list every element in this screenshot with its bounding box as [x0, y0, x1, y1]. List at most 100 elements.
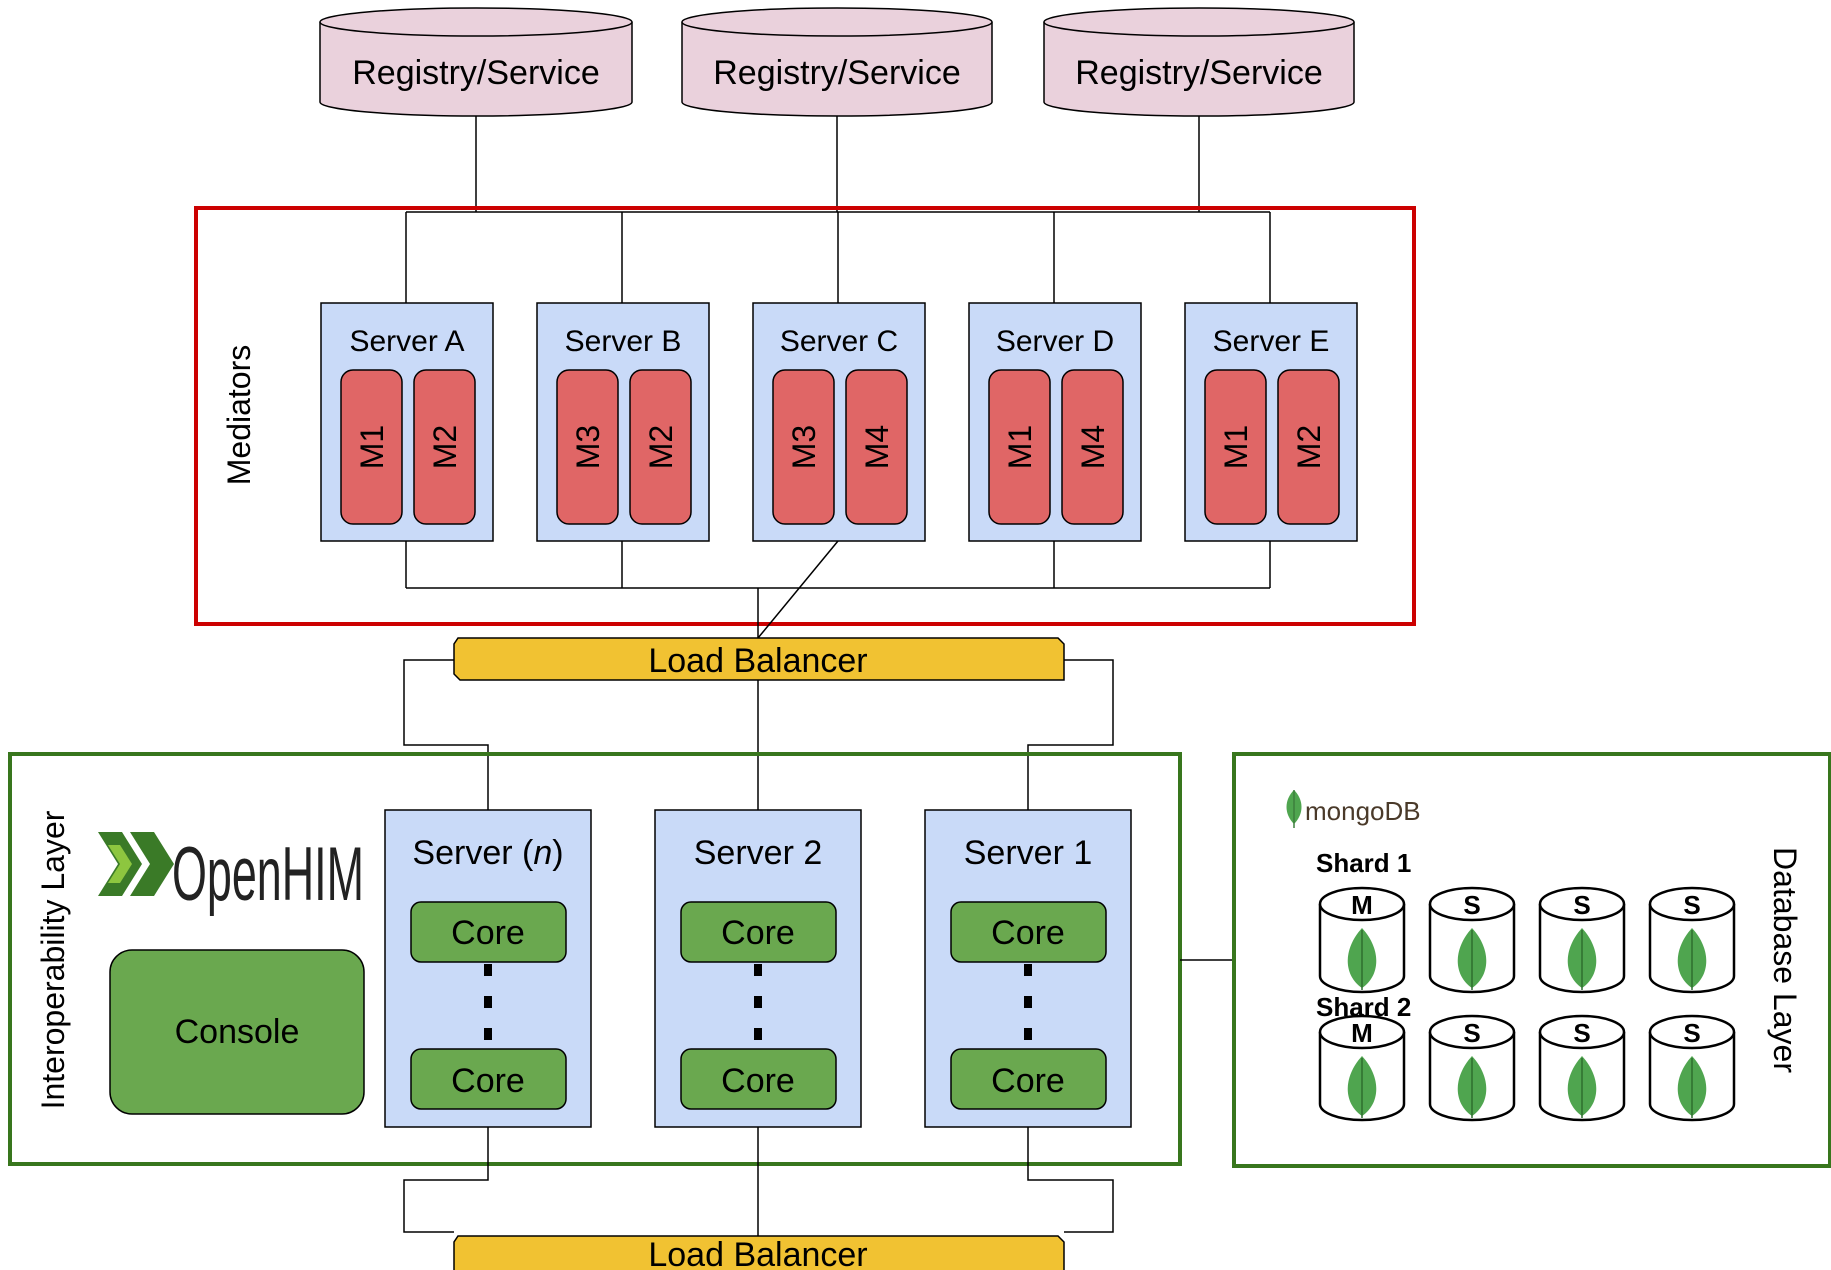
mediator-module-label: M4 — [859, 425, 895, 469]
mediator-server-3: Server C M3 M4 — [752, 302, 926, 542]
core-module: Core — [950, 1048, 1107, 1110]
core-module: Core — [680, 901, 837, 963]
core-module: Core — [410, 1048, 567, 1110]
mongodb-node: S — [1648, 886, 1736, 994]
mediator-module-label: M1 — [354, 425, 390, 469]
mediator-server-name: Server B — [565, 325, 682, 358]
mediator-module: M2 — [1277, 369, 1340, 525]
mediator-module: M3 — [772, 369, 835, 525]
mediator-module: M3 — [556, 369, 619, 525]
core-module: Core — [680, 1048, 837, 1110]
mediator-module-label: M3 — [570, 425, 606, 469]
core-module-label: Core — [451, 914, 525, 952]
mongodb-node-role: S — [1573, 890, 1590, 920]
core-module-label: Core — [721, 914, 795, 952]
ellipsis-dot — [1024, 996, 1032, 1008]
shard-label: Shard 1 — [1316, 848, 1411, 878]
mediator-module: M4 — [1061, 369, 1124, 525]
core-module: Core — [410, 901, 567, 963]
mediator-module-label: M2 — [643, 425, 679, 469]
mediators-box — [194, 206, 1416, 626]
core-module-label: Core — [721, 1062, 795, 1100]
mongodb-node: M — [1318, 1014, 1406, 1122]
mongodb-node-role: M — [1351, 890, 1373, 920]
mediator-server-2: Server B M3 M2 — [536, 302, 710, 542]
load-balancer-bottom: Load Balancer — [453, 1235, 1065, 1270]
core-module-label: Core — [991, 914, 1065, 952]
core-module-label: Core — [991, 1062, 1065, 1100]
mediator-module: M4 — [845, 369, 908, 525]
mediator-module: M1 — [1204, 369, 1267, 525]
mediator-server-name: Server A — [349, 325, 464, 358]
mediator-server-name: Server E — [1213, 325, 1330, 358]
mongodb-node: S — [1428, 886, 1516, 994]
mediator-module-label: M2 — [427, 425, 463, 469]
load-balancer-top-connectors — [403, 659, 1114, 810]
mediator-server-4: Server D M1 M4 — [968, 302, 1142, 542]
load-balancer-top-label: Load Balancer — [648, 642, 867, 680]
mongodb-node-role: S — [1683, 890, 1700, 920]
registry-cylinder-3: Registry/Service — [1043, 7, 1355, 117]
mediator-module: M2 — [413, 369, 476, 525]
ellipsis-dot — [754, 996, 762, 1008]
mongodb-logo: mongoDB — [1286, 790, 1421, 828]
ellipsis-dot — [484, 996, 492, 1008]
core-server-name: Server 2 — [694, 834, 823, 872]
mediator-module-label: M1 — [1002, 425, 1038, 469]
registry-connectors — [405, 116, 1271, 303]
mediator-module: M1 — [988, 369, 1051, 525]
mediator-server-name: Server C — [780, 325, 898, 358]
interoperability-label: Interoperability Layer — [35, 810, 71, 1109]
registry-cylinder-2: Registry/Service — [681, 7, 993, 117]
mediator-module-label: M4 — [1075, 425, 1111, 469]
registry-label-1: Registry/Service — [352, 54, 600, 92]
openhim-logo: OpenHIM — [98, 832, 364, 917]
database-box — [1232, 752, 1831, 1168]
mongodb-node-role: S — [1573, 1018, 1590, 1048]
core-server-name: Server 1 — [964, 834, 1093, 872]
registry-label-2: Registry/Service — [713, 54, 961, 92]
mongodb-node: M — [1318, 886, 1406, 994]
ellipsis-dot — [484, 964, 492, 976]
shard-1: Shard 1 M S S S — [1316, 848, 1736, 994]
mediator-server-name: Server D — [996, 325, 1114, 358]
mongodb-node: S — [1648, 1014, 1736, 1122]
mongodb-node-role: M — [1351, 1018, 1373, 1048]
core-server-name: Server (n) — [412, 834, 563, 872]
mongodb-node: S — [1428, 1014, 1516, 1122]
load-balancer-bottom-label: Load Balancer — [648, 1236, 867, 1270]
mediator-module: M1 — [340, 369, 403, 525]
core-module-label: Core — [451, 1062, 525, 1100]
mediator-module: M2 — [629, 369, 692, 525]
interoperability-box — [8, 752, 1182, 1166]
mediator-server-5: Server E M1 M2 — [1184, 302, 1358, 542]
ellipsis-dot — [754, 1028, 762, 1040]
load-balancer-top: Load Balancer — [453, 637, 1065, 681]
registry-label-3: Registry/Service — [1075, 54, 1323, 92]
mongodb-node: S — [1538, 1014, 1626, 1122]
console-label: Console — [175, 1013, 300, 1051]
mongodb-node: S — [1538, 886, 1626, 994]
ellipsis-dot — [1024, 1028, 1032, 1040]
mediator-module-label: M1 — [1218, 425, 1254, 469]
mediator-module-label: M3 — [786, 425, 822, 469]
mongodb-node-role: S — [1683, 1018, 1700, 1048]
ellipsis-dot — [1024, 964, 1032, 976]
core-module: Core — [950, 901, 1107, 963]
mediator-module-label: M2 — [1291, 425, 1327, 469]
registry-cylinder-1: Registry/Service — [319, 7, 633, 117]
load-balancer-bottom-connectors — [403, 1127, 1114, 1236]
mediator-server-1: Server A M1 M2 — [320, 302, 494, 542]
mediators-label: Mediators — [221, 345, 257, 486]
database-label: Database Layer — [1767, 847, 1803, 1073]
mediator-bottom-connectors — [405, 540, 1271, 639]
openhim-logo-text: OpenHIM — [172, 832, 364, 917]
ellipsis-dot — [484, 1028, 492, 1040]
mongodb-node-role: S — [1463, 1018, 1480, 1048]
mongodb-logo-text: mongoDB — [1305, 796, 1421, 826]
mongodb-node-role: S — [1463, 890, 1480, 920]
